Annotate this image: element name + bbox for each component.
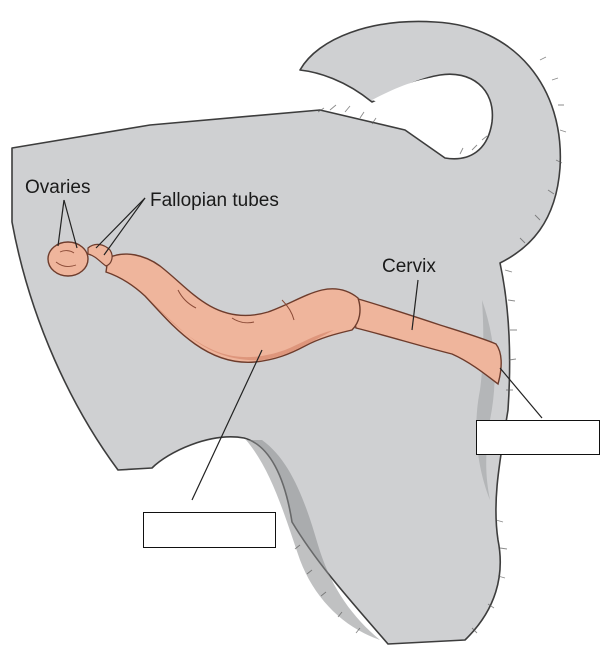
uterus-label-blank-box[interactable] (143, 512, 276, 548)
label-ovaries: Ovaries (25, 177, 90, 198)
vagina-label-blank-box[interactable] (476, 420, 600, 455)
ovary (48, 242, 88, 276)
label-fallopian-tubes: Fallopian tubes (150, 190, 279, 211)
label-cervix: Cervix (382, 256, 436, 277)
